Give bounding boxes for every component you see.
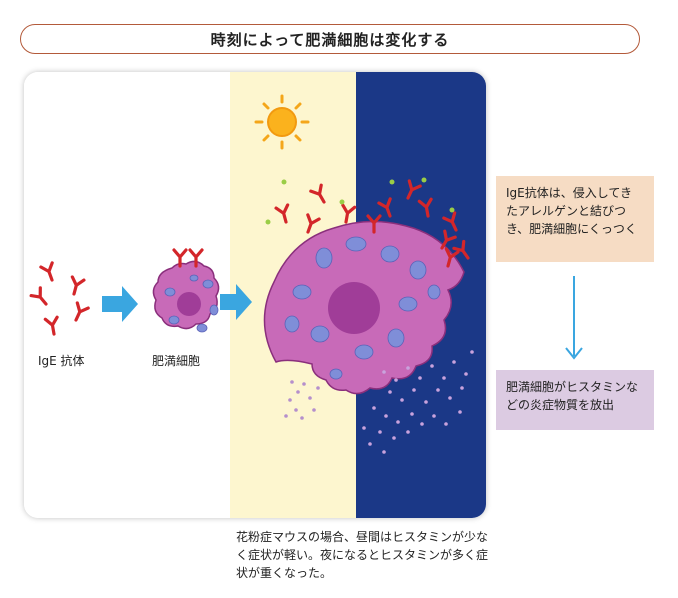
info-box-histamine-text: 肥満細胞がヒスタミンなどの炎症物質を放出 — [506, 380, 639, 412]
histamine-particles — [284, 380, 320, 420]
diagram-svg — [24, 72, 486, 518]
sun-icon — [254, 94, 310, 150]
info-box-ige-text: IgE抗体は、侵入してきたアレルゲンと結びつき、肥満細胞にくっつく — [506, 186, 637, 236]
large-mast-cell — [263, 220, 465, 395]
small-mast-cell — [152, 248, 220, 333]
mast-cell-label: 肥満細胞 — [152, 354, 201, 368]
info-box-ige: IgE抗体は、侵入してきたアレルゲンと結びつき、肥満細胞にくっつく — [496, 176, 654, 262]
page-title: 時刻によって肥満細胞は変化する — [20, 24, 640, 54]
info-box-histamine: 肥満細胞がヒスタミンなどの炎症物質を放出 — [496, 370, 654, 430]
page-title-text: 時刻によって肥満細胞は変化する — [210, 30, 450, 49]
caption: 花粉症マウスの場合、昼間はヒスタミンが少なく症状が軽い。夜になるとヒスタミンが多… — [236, 530, 489, 580]
ige-label: IgE 抗体 — [38, 354, 85, 368]
diagram-panel: IgE 抗体 肥満細胞 — [24, 72, 486, 518]
arrow-down-icon — [565, 276, 583, 360]
arrow-right-icon — [102, 284, 252, 322]
